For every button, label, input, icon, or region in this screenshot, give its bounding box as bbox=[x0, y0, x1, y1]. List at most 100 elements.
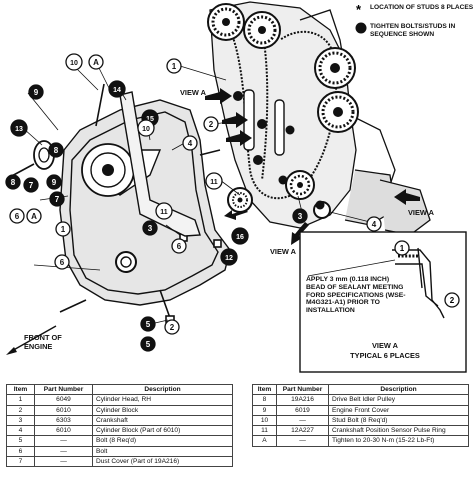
callout-10: 10 bbox=[65, 53, 83, 71]
description-cell: Bolt bbox=[92, 445, 233, 457]
view-a-arrows bbox=[205, 88, 420, 245]
item-cell: A bbox=[252, 435, 277, 447]
part-number-cell: — bbox=[34, 435, 93, 447]
table-row: A—Tighten to 20-30 N-m (15-22 Lb-Ft) bbox=[252, 435, 469, 447]
callout-8: 8 bbox=[48, 142, 64, 158]
detail-subtitle: TYPICAL 6 PLACES bbox=[350, 351, 420, 360]
callout-2: 2 bbox=[203, 116, 219, 132]
part-number-cell: 6019 bbox=[276, 404, 329, 416]
item-cell: 2 bbox=[6, 404, 35, 416]
item-cell: 3 bbox=[6, 414, 35, 427]
table-row: 6—Bolt bbox=[6, 445, 233, 457]
callout-3: 3 bbox=[292, 208, 308, 224]
svg-text:2: 2 bbox=[170, 323, 175, 332]
part-number-cell: 6049 bbox=[34, 394, 93, 406]
item-cell: 7 bbox=[6, 455, 35, 468]
svg-text:8: 8 bbox=[54, 146, 59, 155]
description-cell: Stud Bolt (8 Req'd) bbox=[328, 414, 469, 427]
svg-text:10: 10 bbox=[70, 60, 78, 67]
svg-text:15: 15 bbox=[146, 116, 154, 123]
tighten-legend-text: TIGHTEN BOLTS/STUDS IN SEQUENCE SHOWN bbox=[370, 23, 456, 38]
part-number-cell: 6010 bbox=[34, 404, 93, 416]
svg-text:11: 11 bbox=[210, 179, 218, 186]
description-cell: Dust Cover (Part of 19A216) bbox=[92, 455, 233, 468]
callout-14: 14 bbox=[108, 80, 126, 98]
callout-11: 11 bbox=[155, 202, 173, 220]
description-cell: Crankshaft Position Sensor Pulse Ring bbox=[328, 424, 469, 437]
svg-text:3: 3 bbox=[298, 212, 303, 221]
callout-7: 7 bbox=[23, 177, 39, 193]
svg-text:1: 1 bbox=[400, 244, 405, 253]
detail-view-a bbox=[299, 231, 467, 373]
callout-2: 2 bbox=[164, 319, 180, 335]
part-number-cell: 6010 bbox=[34, 424, 93, 437]
callout-12: 12 bbox=[220, 248, 238, 266]
svg-text:5: 5 bbox=[146, 320, 151, 329]
item-cell: 11 bbox=[252, 424, 277, 437]
svg-text:A: A bbox=[93, 58, 99, 67]
svg-text:14: 14 bbox=[113, 87, 121, 94]
pulse-ring bbox=[227, 187, 253, 213]
studs-legend-text: LOCATION OF STUDS 8 PLACES bbox=[370, 4, 474, 11]
callout-16: 16 bbox=[231, 227, 249, 245]
svg-text:16: 16 bbox=[236, 234, 244, 241]
description-cell: Cylinder Block bbox=[92, 404, 233, 416]
svg-text:13: 13 bbox=[15, 126, 23, 133]
cam-sprocket-upper bbox=[207, 3, 281, 49]
part-number-cell: 6303 bbox=[34, 414, 93, 427]
detail-title: VIEW A bbox=[371, 341, 398, 350]
callout-4: 4 bbox=[366, 216, 382, 232]
sealant-note: APPLY 3 mm (0.118 INCH) BEAD OF SEALANT … bbox=[306, 276, 406, 315]
svg-text:3: 3 bbox=[148, 224, 153, 233]
callout-6: 6 bbox=[54, 254, 70, 270]
table-row: 5—Bolt (8 Req'd) bbox=[6, 435, 233, 447]
svg-text:10: 10 bbox=[142, 126, 150, 133]
callout-7: 7 bbox=[49, 191, 65, 207]
col-item: Item bbox=[6, 383, 35, 396]
svg-text:4: 4 bbox=[188, 139, 193, 148]
callout-9: 9 bbox=[46, 174, 62, 190]
callout-6: 6 bbox=[9, 208, 25, 224]
table-row: 10—Stud Bolt (8 Req'd) bbox=[252, 414, 469, 427]
svg-text:2: 2 bbox=[450, 296, 455, 305]
col-description: Description bbox=[92, 383, 233, 396]
crank-seal bbox=[115, 251, 137, 273]
svg-text:1: 1 bbox=[172, 62, 177, 71]
callout-9: 9 bbox=[28, 84, 44, 100]
callout-8: 8 bbox=[5, 174, 21, 190]
col-item: Item bbox=[252, 383, 277, 396]
svg-text:11: 11 bbox=[160, 209, 168, 216]
item-cell: 5 bbox=[6, 435, 35, 447]
svg-text:6: 6 bbox=[177, 242, 182, 251]
stud-asterisk-icon: * bbox=[356, 2, 362, 17]
svg-text:8: 8 bbox=[11, 178, 16, 187]
description-cell: Tighten to 20-30 N-m (15-22 Lb-Ft) bbox=[328, 435, 469, 447]
front-of-engine-arrow-icon bbox=[6, 325, 57, 355]
callout-5: 5 bbox=[140, 336, 156, 352]
svg-text:9: 9 bbox=[34, 88, 39, 97]
svg-text:4: 4 bbox=[372, 220, 377, 229]
svg-text:2: 2 bbox=[209, 120, 214, 129]
detail-callout-2: 2 bbox=[444, 292, 460, 308]
svg-text:A: A bbox=[31, 212, 37, 221]
front-of-engine-label: FRONT OF ENGINE bbox=[24, 333, 62, 351]
bracket bbox=[119, 91, 201, 237]
tighten-marker-icon bbox=[355, 22, 367, 34]
view-a-label: VIEW A bbox=[180, 88, 207, 97]
sequence-markers bbox=[233, 91, 325, 210]
callout-1: 1 bbox=[166, 58, 182, 74]
description-cell: Engine Front Cover bbox=[328, 404, 469, 416]
item-cell: 8 bbox=[252, 394, 277, 406]
col-part-number: Part Number bbox=[276, 383, 329, 396]
detail-callout-1: 1 bbox=[394, 240, 410, 256]
svg-text:12: 12 bbox=[225, 255, 233, 262]
